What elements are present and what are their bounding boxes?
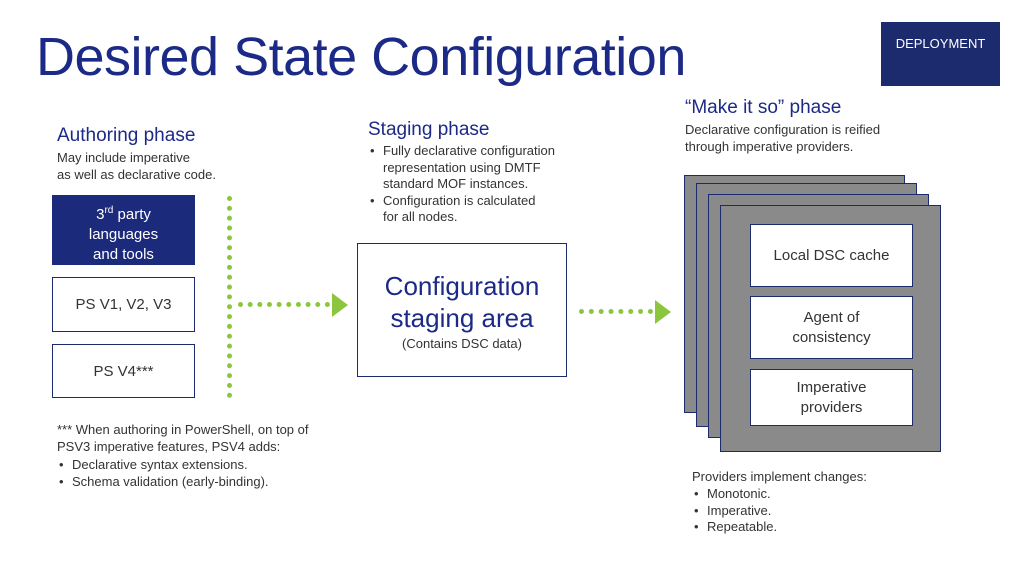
ps-v1-v3-label: PS V1, V2, V3 (75, 296, 172, 313)
staging-bullet1-line3: standard MOF instances. (383, 176, 529, 191)
ps-v1-v3-box: PS V1, V2, V3 (52, 277, 195, 332)
ps-v4-label: PS V4*** (93, 362, 154, 380)
makeitso-desc-line2: through imperative providers. (685, 139, 854, 154)
local-dsc-cache-label: Local DSC cache (773, 246, 890, 264)
staging-phase-heading: Staging phase (368, 119, 490, 140)
providers-bullet: Repeatable. (692, 519, 777, 536)
agent-line1: Agent of (803, 308, 860, 326)
ps-v4-box: PS V4*** (52, 344, 195, 398)
staging-bullet2-line2: for all nodes. (383, 209, 458, 224)
footnote-bullets: Declarative syntax extensions. Schema va… (57, 457, 269, 490)
footnote-bullet: Schema validation (early-binding). (57, 474, 269, 491)
third-party-tools-box: 3rd party languages and tools (52, 195, 195, 265)
agent-of-consistency-box: Agent of consistency (750, 296, 913, 359)
page-title: Desired State Configuration (36, 27, 686, 87)
configuration-staging-area-box: Configuration staging area (Contains DSC… (357, 243, 567, 377)
authoring-phase-heading: Authoring phase (57, 125, 196, 146)
staging-bullet1-line1: Fully declarative configuration (383, 143, 555, 158)
staging-bullet2-line1: Configuration is calculated (383, 192, 536, 208)
staging-bullets: Fully declarative configuration represen… (368, 143, 555, 226)
footnote-bullet: Declarative syntax extensions. (57, 457, 269, 474)
providers-bullet: Monotonic. (692, 486, 777, 503)
staging-bullet: Configuration is calculated for all node… (368, 193, 555, 226)
authoring-desc-line1: May include imperative (57, 150, 190, 165)
providers-line1: Imperative (796, 378, 867, 396)
providers-line2: providers (800, 398, 863, 416)
agent-line2: consistency (792, 328, 871, 346)
imperative-providers-label: Imperative providers (796, 378, 866, 418)
arrow-staging-to-makeitso-line (579, 309, 653, 314)
third-party-line3: and tools (93, 246, 154, 263)
staging-area-subtitle: (Contains DSC data) (402, 336, 522, 351)
footnote-line1: *** When authoring in PowerShell, on top… (57, 422, 309, 437)
arrow-authoring-to-staging-line (238, 302, 330, 307)
local-dsc-cache-box: Local DSC cache (750, 224, 913, 287)
makeitso-description: Declarative configuration is reified thr… (685, 121, 880, 155)
agent-of-consistency-label: Agent of consistency (792, 308, 870, 348)
staging-bullet1-line2: representation using DMTF (383, 159, 541, 175)
staging-bullet: Fully declarative configuration represen… (368, 143, 555, 193)
arrow-authoring-to-staging-head (332, 293, 348, 317)
staging-area-line1: Configuration (384, 271, 540, 301)
providers-bullets: Monotonic. Imperative. Repeatable. (692, 486, 777, 536)
imperative-providers-box: Imperative providers (750, 369, 913, 426)
providers-heading: Providers implement changes: (692, 469, 867, 484)
authoring-footnote: *** When authoring in PowerShell, on top… (57, 421, 309, 455)
third-party-line2: languages (88, 226, 159, 243)
providers-bullet: Imperative. (692, 503, 777, 520)
third-party-line1: 3rd party (53, 201, 194, 225)
deployment-badge: DEPLOYMENT (881, 22, 1000, 86)
arrow-staging-to-makeitso-head (655, 300, 671, 324)
authoring-desc-line2: as well as declarative code. (57, 167, 216, 182)
staging-area-line2: staging area (390, 303, 534, 333)
third-party-number: 3 (96, 206, 105, 223)
makeitso-desc-line1: Declarative configuration is reified (685, 122, 881, 137)
staging-area-title: Configuration staging area (358, 270, 566, 334)
makeitso-phase-heading: “Make it so” phase (685, 97, 842, 118)
third-party-word: party (113, 206, 151, 223)
authoring-bracket-line (227, 196, 232, 398)
authoring-description: May include imperative as well as declar… (57, 149, 216, 183)
footnote-line2: PSV3 imperative features, PSV4 adds: (57, 439, 281, 454)
third-party-superscript: rd (104, 205, 114, 216)
